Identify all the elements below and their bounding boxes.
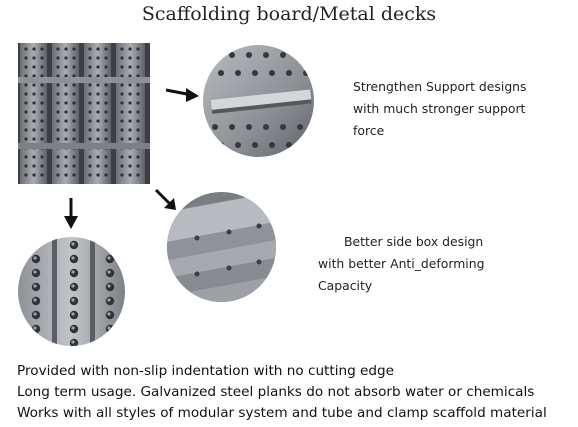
callout-line: Capacity [318, 278, 373, 293]
arrow-right-icon [165, 88, 199, 102]
feature-item: Provided with non-slip indentation with … [17, 363, 395, 379]
arrow-down-icon [64, 198, 78, 229]
side-box-callout: Better side box design with better Anti_… [318, 231, 528, 297]
feature-item: Works with all styles of modular system … [17, 405, 547, 421]
support-design-callout: Strengthen Support designs with much str… [353, 76, 558, 142]
support-design-closeup [203, 45, 314, 157]
scaffolding-boards-photo [18, 43, 150, 184]
page-title: Scaffolding board/Metal decks [141, 3, 437, 25]
callout-line: Strengthen Support designs [353, 79, 527, 94]
side-box-closeup [167, 192, 276, 302]
callout-line: with better Anti_deforming [318, 256, 485, 271]
feature-list: Provided with non-slip indentation with … [17, 361, 577, 424]
arrow-diagonal-icon [154, 188, 176, 210]
callout-line: with much stronger support [353, 101, 526, 116]
feature-item: Long term usage. Galvanized steel planks… [17, 384, 535, 400]
anti-slip-holes-closeup [18, 237, 125, 346]
callout-line: Better side box design [344, 234, 484, 249]
callout-line: force [353, 123, 385, 138]
